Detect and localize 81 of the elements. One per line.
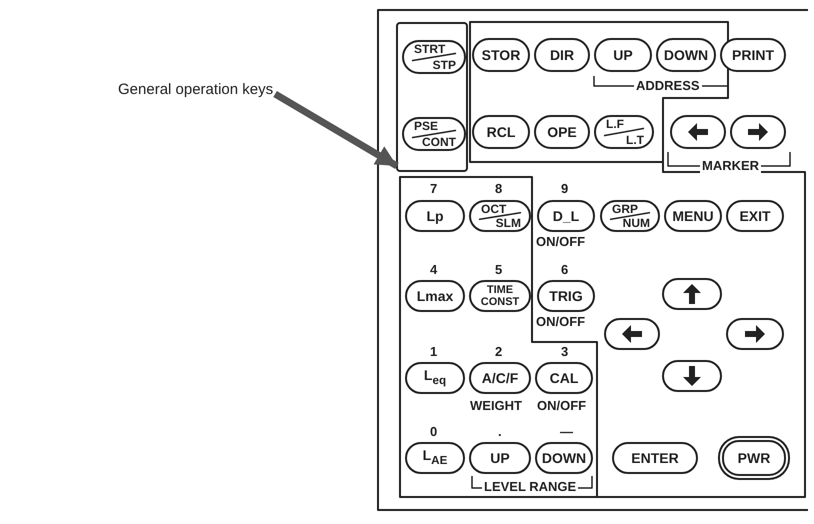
keypad-key [720,38,786,72]
keypad-key [469,280,531,312]
keypad-key [604,318,660,350]
key-caption: 4 [430,262,438,277]
key-label: TRIG [548,289,584,303]
key-label: L.F [606,118,624,131]
key-caption: 6 [561,262,568,277]
keypad-key [594,38,652,72]
key-label: D_L [552,209,580,223]
key-caption: ON/OFF [537,398,586,413]
key-group-outline [396,22,468,172]
keypad-key [664,200,722,232]
key-label: L$_{AE}$ [422,448,448,468]
key-caption: WEIGHT [470,398,522,413]
key-caption: MARKER [700,158,762,173]
key-label: MENU [671,209,715,223]
key-label: ENTER [630,451,680,465]
key-label: TIME CONST [480,284,520,308]
key-label: Lmax [416,289,454,303]
keypad-key [469,362,531,394]
key-label: OCT [481,203,506,216]
key-label: STRT [414,43,446,56]
key-label: L.T [626,134,644,147]
keypad-key [726,318,784,350]
key-caption: 7 [430,181,438,196]
callout-text: General operation keys [118,80,274,100]
key-label: STOR [480,48,522,62]
keypad-key [662,278,722,310]
keypad-key [730,115,786,149]
key-caption: 0 [430,424,438,439]
keypad-key [537,280,595,312]
callout-arrow [273,91,399,170]
key-caption: 9 [561,181,568,196]
key-label: DIR [548,48,576,62]
key-label: CONT [422,136,456,149]
keypad-key [469,442,531,474]
keypad-key [535,362,593,394]
key-caption: 8 [495,181,502,196]
key-label: Lp [425,209,445,223]
key-caption: 3 [561,344,568,359]
key-label: UP [612,48,634,62]
keypad-key [662,360,722,392]
key-label: SLM [496,217,521,230]
key-label: A/C/F [480,371,520,385]
key-caption: — [560,424,573,439]
key-label: PSE [414,120,438,133]
key-label: CAL [548,371,580,385]
keypad-key [656,38,716,72]
key-caption: ADDRESS [634,78,702,93]
keypad-key [405,362,465,394]
keypad-key [405,280,465,312]
key-label: L$_{eq}$ [422,368,448,388]
keypad-key [405,442,465,474]
keypad-key [726,200,784,232]
key-label: DOWN [662,48,710,62]
key-caption: 1 [430,344,438,359]
keypad-key [534,115,590,149]
key-label: UP [489,451,511,465]
key-label: GRP [612,203,638,216]
key-label: DOWN [540,451,588,465]
key-label: NUM [622,217,650,230]
keypad-key [405,200,465,232]
keypad-key [612,442,698,474]
key-caption: ON/OFF [536,314,586,329]
keypad-key [670,115,726,149]
key-caption: 2 [495,344,502,359]
key-label: STP [432,59,456,72]
keypad-key [472,115,530,149]
key-caption: ON/OFF [536,234,586,249]
key-caption: 5 [495,262,502,277]
key-label: PRINT [731,48,775,62]
key-label: OPE [546,125,578,139]
key-caption: LEVEL RANGE [482,479,578,494]
keypad-key [537,200,595,232]
key-label: RCL [486,125,516,139]
key-label: PWR [736,451,772,465]
key-label: EXIT [738,209,772,223]
keypad-key [472,38,530,72]
keypad-key [535,442,593,474]
keypad-key [534,38,590,72]
key-caption: . [498,424,502,439]
